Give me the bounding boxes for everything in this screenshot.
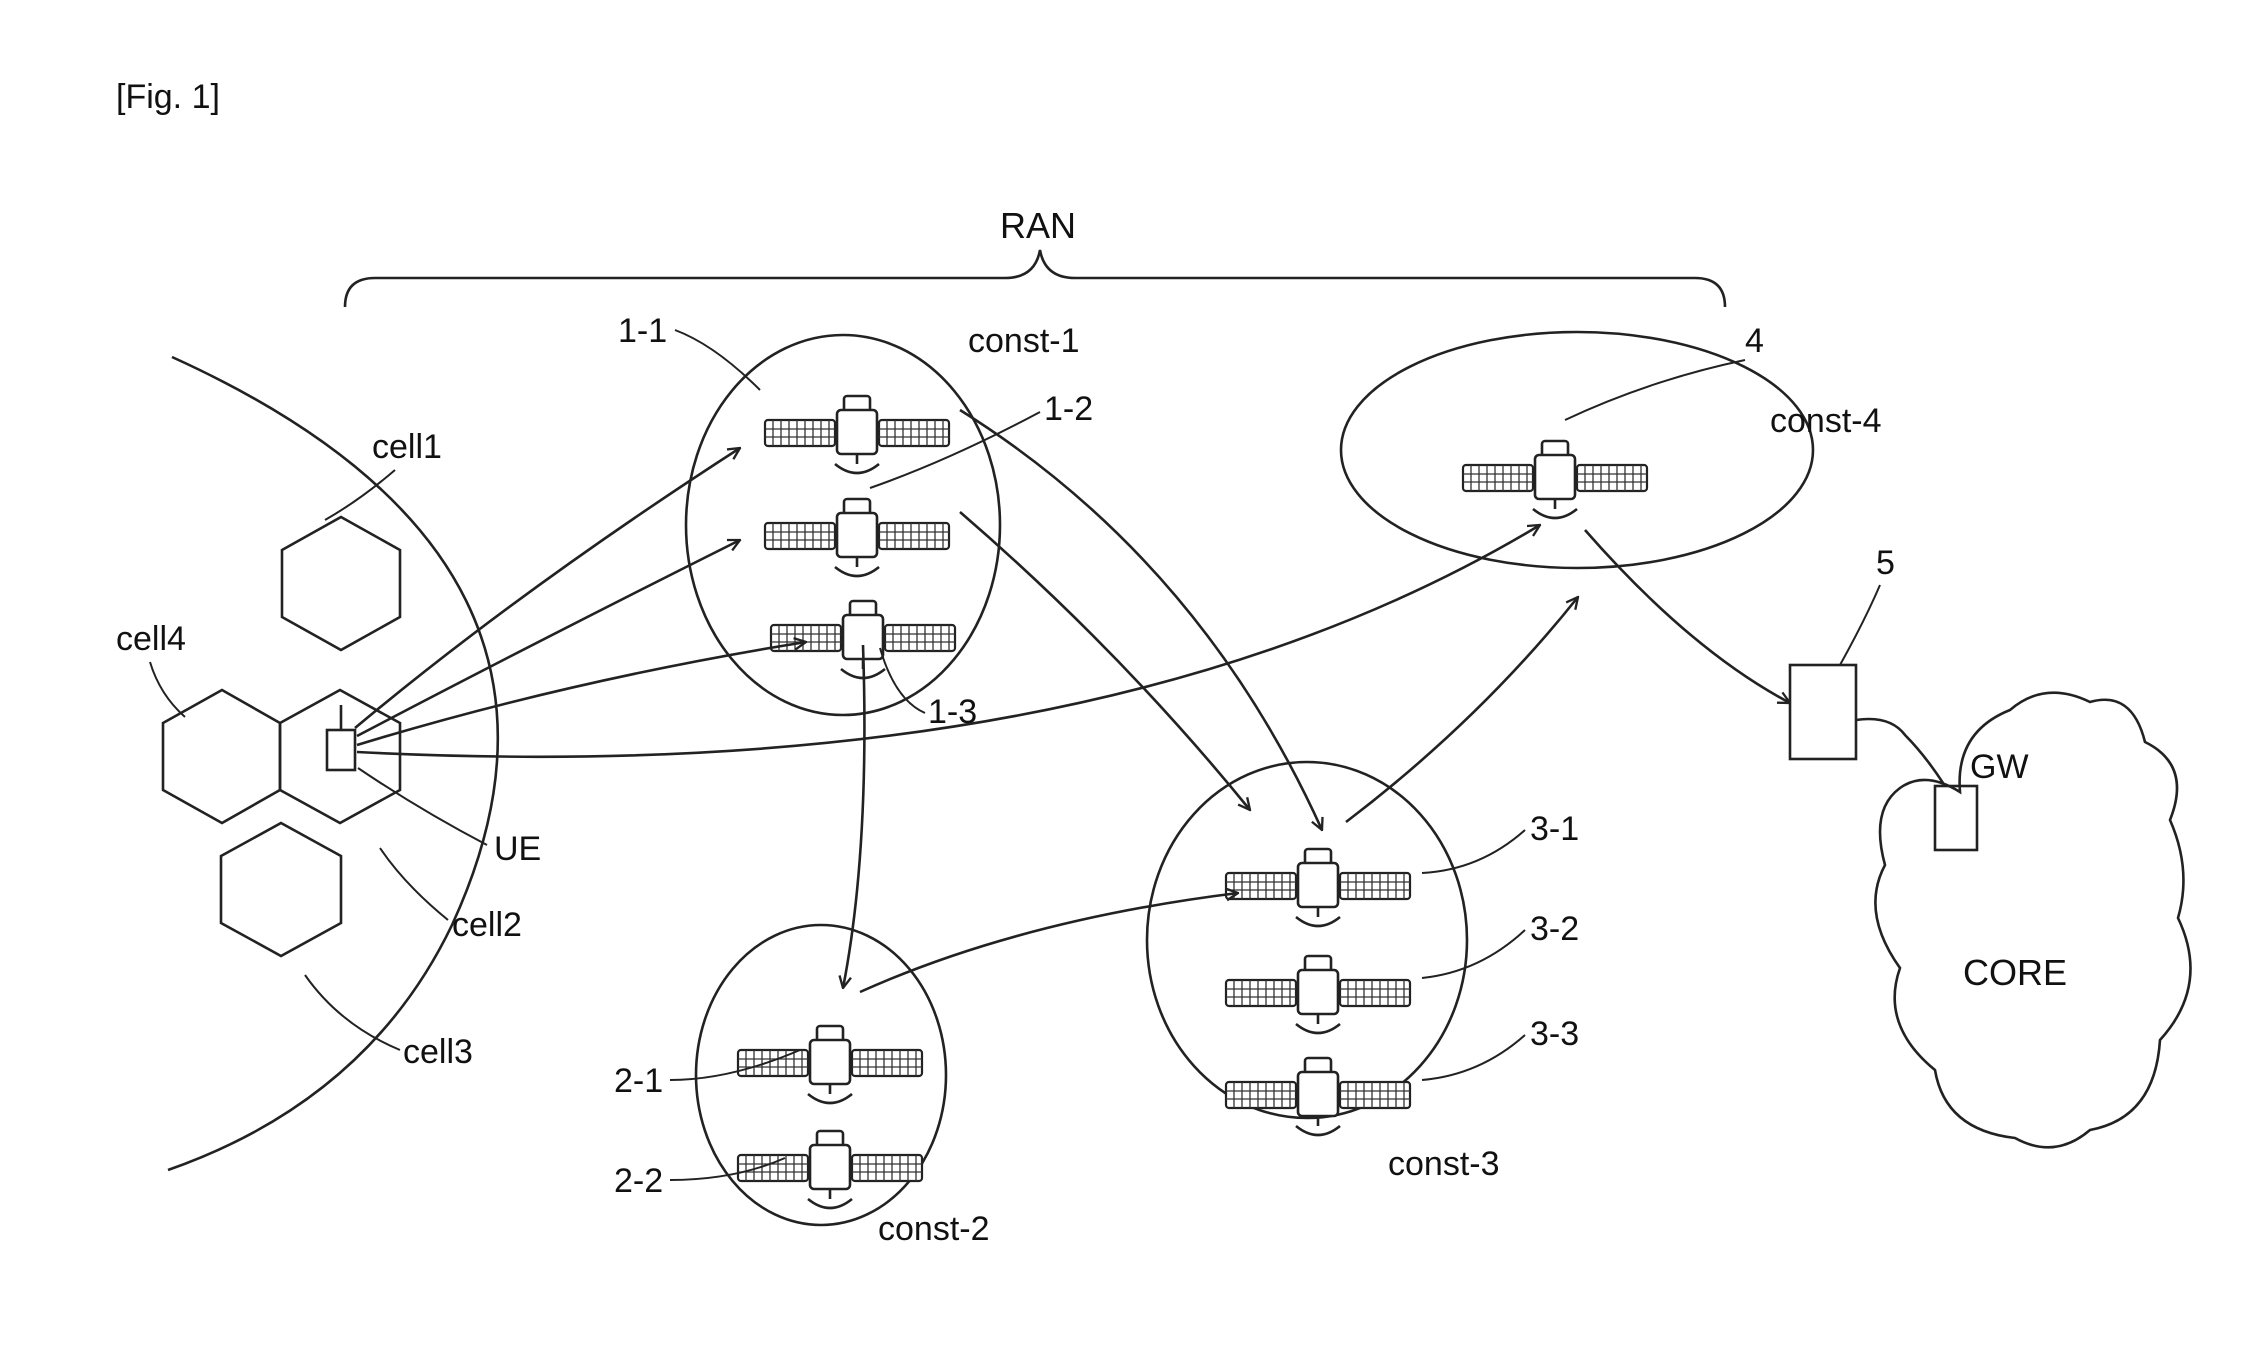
link-sat-1-3-to-sat-2-1 (843, 644, 866, 988)
node-5-label: 5 (1876, 544, 1895, 582)
satellite-1-2 (763, 497, 951, 578)
node-5-box (1788, 663, 1858, 761)
sat-4-label: 4 (1745, 322, 1764, 360)
ue-device (325, 728, 357, 772)
link-sat-2-1-to-const-3 (859, 893, 1238, 994)
const-4-label: const-4 (1770, 402, 1882, 440)
cell3-label: cell3 (403, 1033, 473, 1071)
const-2-ellipse (694, 923, 948, 1227)
satellite-4 (1461, 439, 1649, 520)
gw-box (1933, 784, 1979, 852)
core-cloud (1874, 691, 2192, 1149)
link-ue-to-sat-1-2 (356, 540, 740, 738)
sat-2-2-label: 2-2 (614, 1162, 663, 1200)
link-ue-to-const-4 (356, 525, 1540, 759)
cell2-leader (379, 847, 449, 921)
ue-label: UE (494, 830, 541, 868)
cell1-label: cell1 (372, 428, 442, 466)
sat-2-2-leader (669, 1157, 786, 1181)
satellite-3-2 (1224, 954, 1412, 1035)
sat-2-1-label: 2-1 (614, 1062, 663, 1100)
link-sat-3-1-to-const-4 (1345, 597, 1578, 824)
sat-4-leader (1564, 359, 1746, 421)
cell3-leader (304, 974, 401, 1051)
ue-leader (357, 767, 488, 846)
const-3-ellipse (1145, 760, 1469, 1120)
sat-1-1-leader (674, 329, 761, 391)
sat-2-1-leader (669, 1049, 801, 1081)
const-2-label: const-2 (878, 1210, 990, 1248)
coverage-arc (167, 355, 500, 1172)
cell4-leader (149, 661, 186, 718)
figure-label: [Fig. 1] (116, 78, 220, 116)
sat-1-1-label: 1-1 (618, 312, 667, 350)
sat-3-3-leader (1421, 1034, 1526, 1081)
sat-3-1-leader (1421, 829, 1526, 874)
sat-1-2-label: 1-2 (1044, 390, 1093, 428)
satellite-1-1 (763, 394, 951, 475)
ran-label: RAN (1000, 205, 1076, 246)
const-1-label: const-1 (968, 322, 1080, 360)
satellite-2-1 (736, 1024, 924, 1105)
link-ue-to-sat-1-3 (356, 642, 806, 747)
sat-1-3-label: 1-3 (928, 693, 977, 731)
cell2-label: cell2 (452, 906, 522, 944)
cell1-leader (324, 469, 396, 521)
sat-3-2-leader (1421, 929, 1526, 979)
satellite-3-1 (1224, 847, 1412, 928)
cell4-hexagon (161, 688, 282, 825)
sat-3-3-label: 3-3 (1530, 1015, 1579, 1053)
const-1-ellipse (684, 333, 1002, 717)
cell3-hexagon (219, 821, 343, 958)
satellite-3-3 (1224, 1056, 1412, 1137)
link-sat-1-1-to-sat-3-1 (959, 408, 1322, 830)
node-5-leader (1839, 584, 1881, 666)
link-sat-1-2-to-const-3 (959, 511, 1250, 810)
gw-label: GW (1970, 748, 2029, 786)
sat-3-2-label: 3-2 (1530, 910, 1579, 948)
core-label: CORE (1963, 952, 2067, 993)
const-4-ellipse (1339, 330, 1815, 570)
link-node-5-to-gw (1855, 717, 1947, 787)
sat-1-2-leader (869, 411, 1041, 489)
cell2-hexagon (278, 688, 402, 825)
sat-1-3-leader (879, 647, 926, 714)
link-sat-4-to-node-5 (1584, 529, 1790, 703)
sat-3-1-label: 3-1 (1530, 810, 1579, 848)
cell1-hexagon (280, 515, 402, 652)
const-3-label: const-3 (1388, 1145, 1500, 1183)
cell4-label: cell4 (116, 620, 186, 658)
link-ue-to-sat-1-1 (354, 448, 740, 729)
ran-brace (343, 249, 1727, 308)
